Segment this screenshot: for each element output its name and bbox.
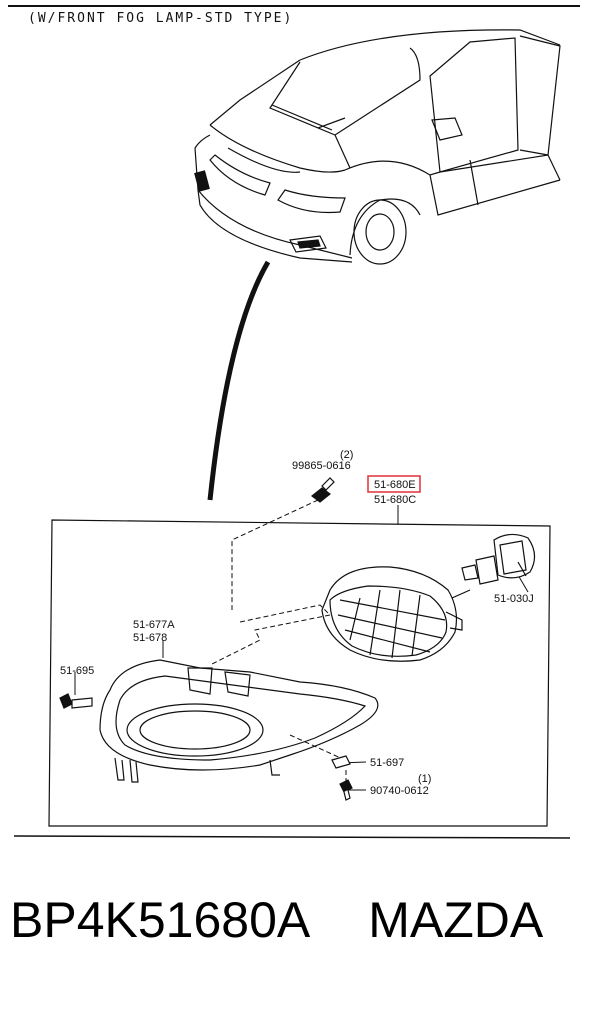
- callout-screw-top: 99865-0616: [292, 460, 351, 472]
- assembly-frame: [48, 519, 551, 827]
- callout-bracket-b: 51-678: [133, 632, 167, 644]
- leader-pointer: [207, 260, 271, 501]
- callout-clip: 51-697: [370, 757, 404, 769]
- callout-bulb: 51-030J: [494, 593, 534, 605]
- bolt-icon: [59, 693, 93, 709]
- bulb-icon: [461, 533, 536, 585]
- callout-lamp-highlight: 51-680E: [374, 479, 416, 491]
- callout-qty-screw-top: (2): [340, 449, 353, 461]
- caption-brand: MAZDA: [368, 892, 544, 948]
- fog-lamp-icon: [321, 566, 471, 662]
- screw-bottom-icon: [339, 779, 353, 801]
- callout-screw-bottom: 90740-0612: [370, 785, 429, 797]
- callout-bolt: 51-695: [60, 665, 94, 677]
- bottom-rule: [13, 835, 571, 839]
- car-illustration: [194, 29, 561, 265]
- clip-icon: [331, 755, 351, 769]
- diagram-header: (W/FRONT FOG LAMP-STD TYPE): [28, 11, 293, 26]
- callout-bracket-a: 51-677A: [133, 619, 175, 631]
- highlight-box: [367, 475, 421, 493]
- callout-lamp-assy: 51-680C: [374, 494, 416, 506]
- caption-part-number: BP4K51680A: [10, 892, 311, 948]
- caption: BP4K51680A MAZDA: [10, 895, 543, 945]
- callout-qty-screw-bottom: (1): [418, 773, 431, 785]
- bezel-bracket-icon: [99, 659, 379, 783]
- screw-top-icon: [311, 477, 335, 503]
